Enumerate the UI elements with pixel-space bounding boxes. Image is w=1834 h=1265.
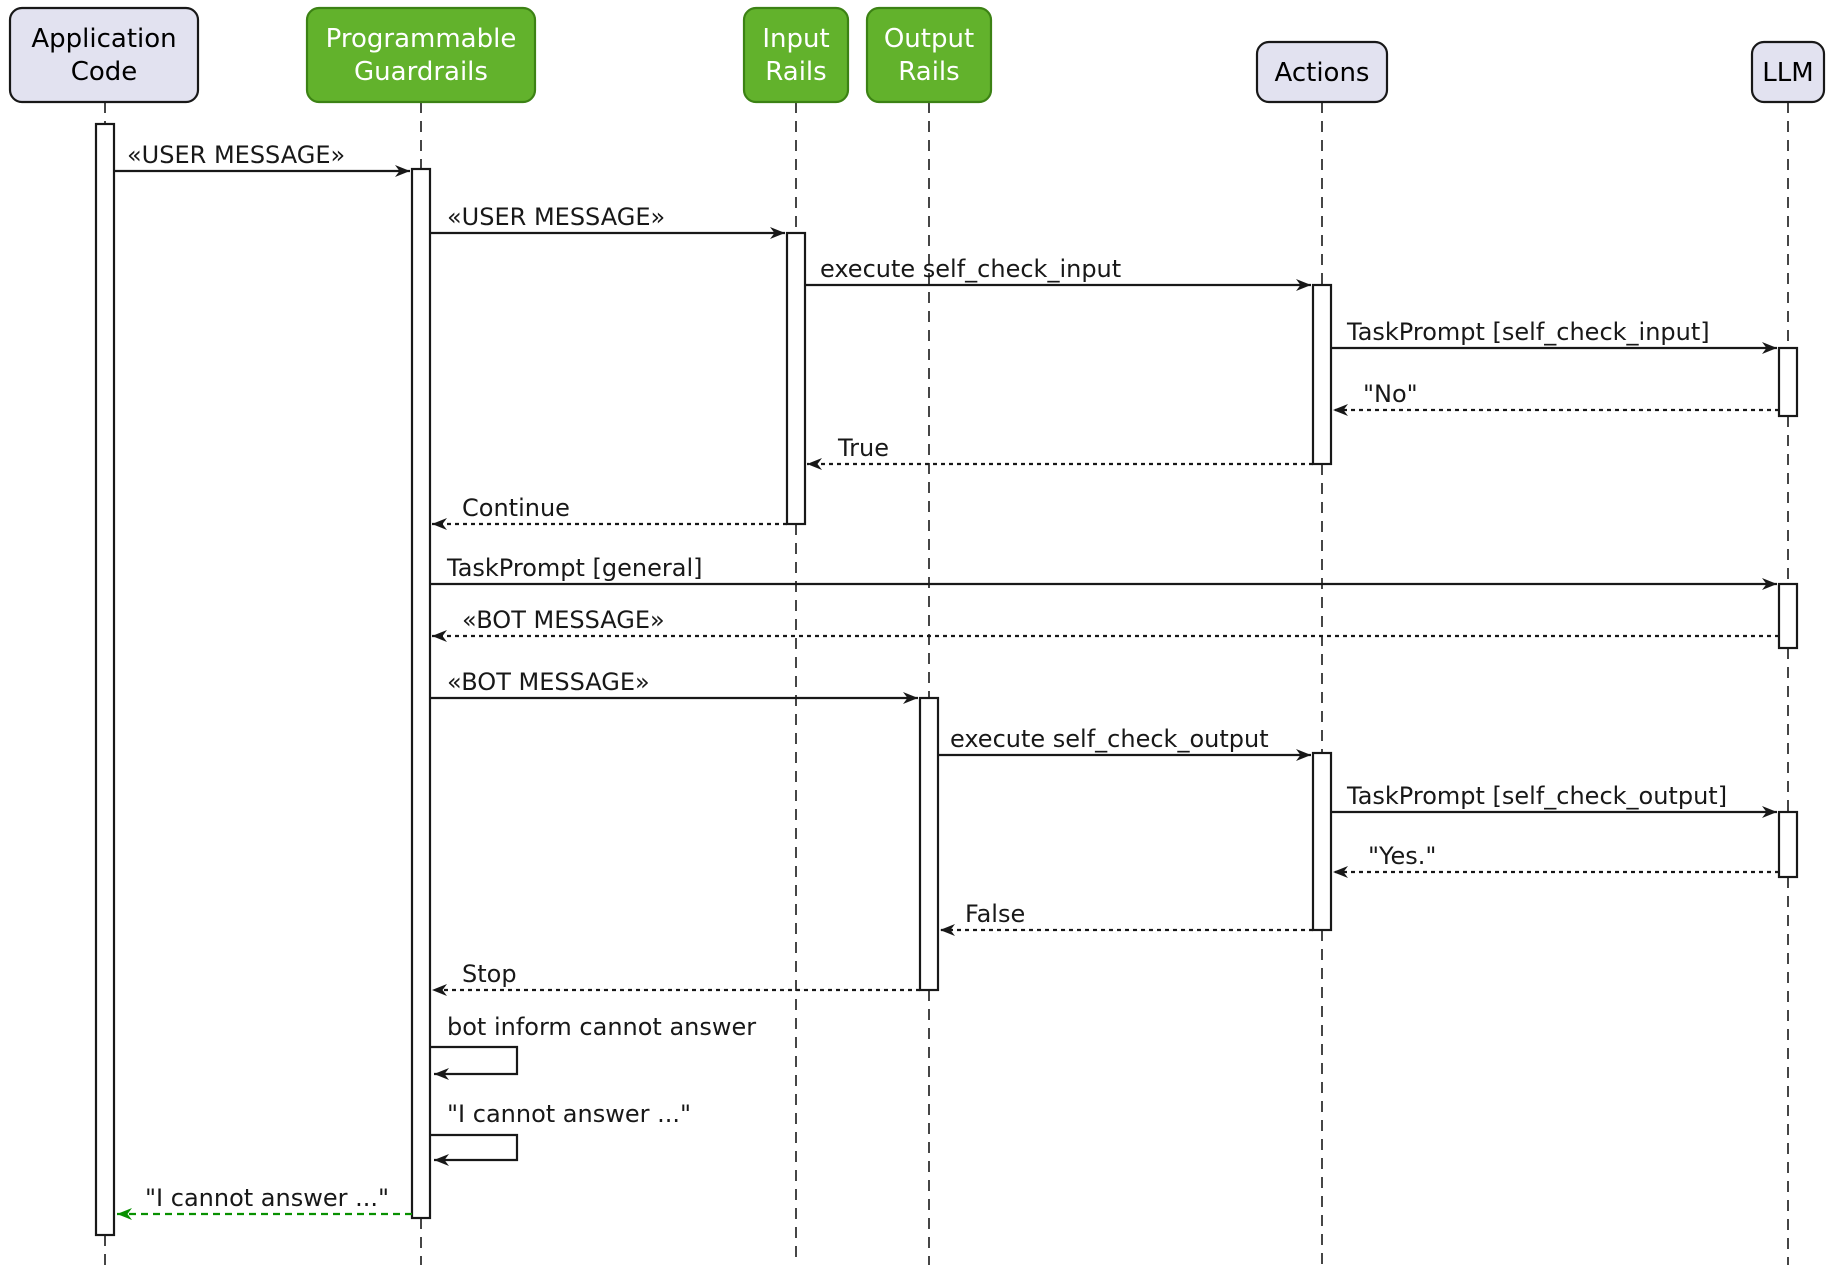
activation-actions-2 <box>1311 751 1333 932</box>
participant-label-line2: Rails <box>765 57 826 87</box>
participant-box <box>865 6 993 104</box>
message-no-return: "No" <box>1333 380 1779 416</box>
activation-input-rails <box>785 231 807 526</box>
message-label: TaskPrompt [general] <box>446 554 702 582</box>
message-self-bot-inform-cannot-answer: bot inform cannot answer <box>430 1013 756 1080</box>
participant-label-line2: Guardrails <box>354 57 488 87</box>
participant-box <box>8 6 200 104</box>
message-user-message-1: «USER MESSAGE» <box>114 141 410 177</box>
participant-output-rails: Output Rails <box>865 6 993 104</box>
message-execute-self-check-output: execute self_check_output <box>938 725 1311 761</box>
participant-llm: LLM <box>1750 40 1826 104</box>
activation-bars <box>94 122 1799 1237</box>
message-false-return: False <box>940 900 1313 936</box>
message-taskprompt-self-check-input: TaskPrompt [self_check_input] <box>1331 318 1777 354</box>
participants: Application Code Programmable Guardrails… <box>8 6 1826 104</box>
message-label: Continue <box>462 494 570 522</box>
lifelines <box>104 102 1789 1265</box>
message-true-return: True <box>807 434 1313 470</box>
participant-label-line1: Actions <box>1275 58 1370 88</box>
message-user-message-2: «USER MESSAGE» <box>430 203 785 239</box>
message-label: execute self_check_output <box>950 725 1269 753</box>
message-label: True <box>837 434 889 462</box>
participant-label-line1: LLM <box>1762 58 1813 88</box>
message-self-i-cannot-answer: "I cannot answer ..." <box>430 1100 691 1166</box>
activation-llm-3 <box>1777 810 1799 879</box>
participant-box <box>305 6 537 104</box>
message-label: «USER MESSAGE» <box>447 203 665 231</box>
message-label: "I cannot answer ..." <box>447 1100 691 1128</box>
message-label: "I cannot answer ..." <box>145 1184 389 1212</box>
message-label: «BOT MESSAGE» <box>447 668 650 696</box>
message-label: TaskPrompt [self_check_input] <box>1346 318 1710 346</box>
message-label: "No" <box>1363 380 1418 408</box>
participant-box <box>1255 40 1389 104</box>
message-label: TaskPrompt [self_check_output] <box>1346 782 1727 810</box>
activation-output-rails <box>918 696 940 992</box>
message-label: Stop <box>462 960 517 988</box>
participant-box <box>1750 40 1826 104</box>
message-taskprompt-self-check-output: TaskPrompt [self_check_output] <box>1331 782 1777 818</box>
message-label: «USER MESSAGE» <box>127 141 345 169</box>
message-i-cannot-answer-return: "I cannot answer ..." <box>117 1184 412 1220</box>
activation-llm-1 <box>1777 346 1799 418</box>
message-bot-message-return: «BOT MESSAGE» <box>432 606 1779 642</box>
message-continue-return: Continue <box>432 494 787 530</box>
participant-actions: Actions <box>1255 40 1389 104</box>
activation-actions-1 <box>1311 283 1333 466</box>
message-label: «BOT MESSAGE» <box>462 606 665 634</box>
participant-label-line2: Code <box>71 57 138 87</box>
message-execute-self-check-input: execute self_check_input <box>805 255 1311 291</box>
message-label: "Yes." <box>1368 842 1436 870</box>
participant-programmable-guardrails: Programmable Guardrails <box>305 6 537 104</box>
participant-application-code: Application Code <box>8 6 200 104</box>
participant-label-line2: Rails <box>898 57 959 87</box>
participant-input-rails: Input Rails <box>742 6 850 104</box>
message-stop-return: Stop <box>432 960 920 996</box>
participant-label-line1: Output <box>884 24 974 54</box>
participant-label-line1: Programmable <box>326 24 517 54</box>
participant-label-line1: Input <box>762 24 829 54</box>
message-label: execute self_check_input <box>820 255 1121 283</box>
message-label: False <box>965 900 1025 928</box>
activation-programmable-guardrails <box>410 167 432 1220</box>
activation-llm-2 <box>1777 582 1799 650</box>
participant-label-line1: Application <box>31 24 176 54</box>
message-taskprompt-general: TaskPrompt [general] <box>430 554 1777 590</box>
message-label: bot inform cannot answer <box>447 1013 756 1041</box>
activation-application-code <box>94 122 116 1237</box>
messages: «USER MESSAGE» «USER MESSAGE» execute se… <box>114 141 1779 1220</box>
message-yes-return: "Yes." <box>1333 842 1779 878</box>
participant-box <box>742 6 850 104</box>
message-bot-message-out: «BOT MESSAGE» <box>430 668 918 704</box>
